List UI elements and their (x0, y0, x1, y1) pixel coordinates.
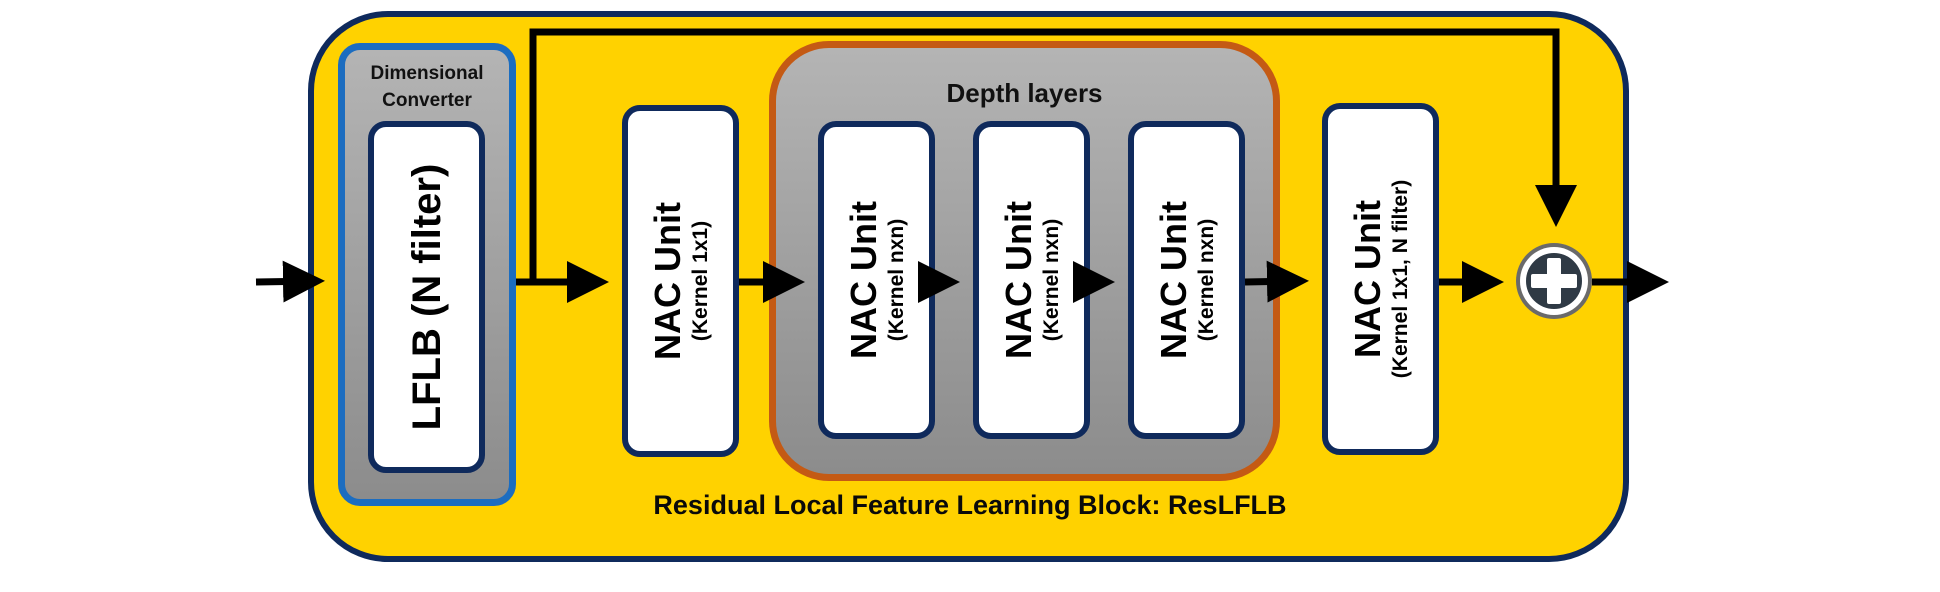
nac-unit-depth-3: NAC Unit (Kernel nxn) (1128, 121, 1245, 439)
nac-unit-depth-1: NAC Unit (Kernel nxn) (818, 121, 935, 439)
block-title: Residual Local Feature Learning Block: R… (653, 490, 1287, 520)
nac-unit-output: NAC Unit (Kernel 1x1, N filter) (1322, 103, 1439, 455)
plus-circle-icon (1516, 243, 1592, 319)
nac-unit-depth-2: NAC Unit (Kernel nxn) (973, 121, 1090, 439)
nac-unit-1x1: NAC Unit (Kernel 1x1) (622, 105, 739, 457)
depth-layers-title: Depth layers (946, 78, 1103, 108)
skip-connection-arrow (529, 28, 1577, 282)
arrow-depth-to-nac (1244, 260, 1309, 303)
lflb-unit: LFLB (N filter) (368, 121, 485, 473)
dimensional-converter-title: Dimensional Converter (370, 63, 484, 111)
input-arrow (255, 260, 325, 303)
